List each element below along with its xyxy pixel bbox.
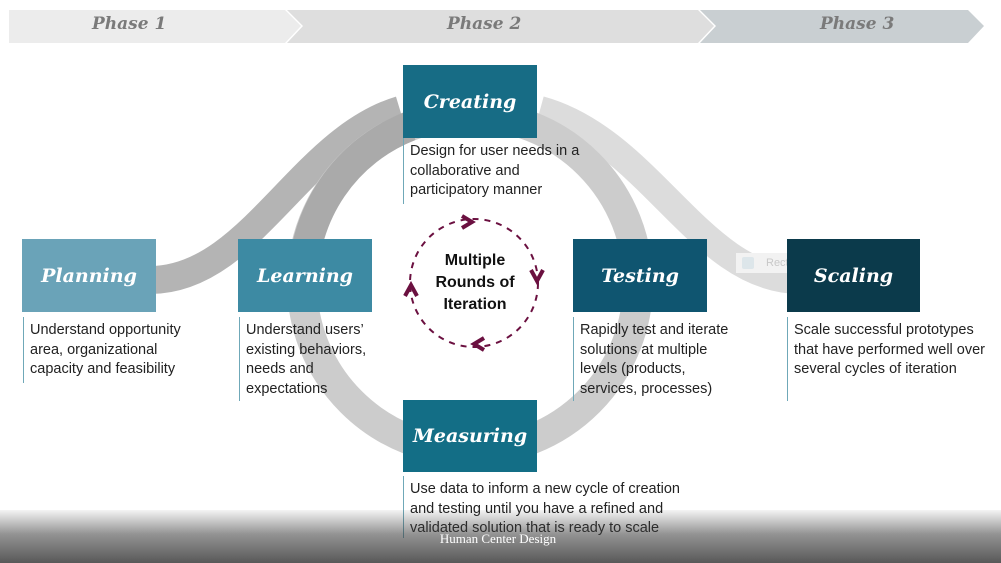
learning-title: Learning bbox=[257, 264, 353, 287]
testing-box: Testing bbox=[573, 239, 707, 312]
planning-title: Planning bbox=[41, 264, 137, 287]
measuring-title: Measuring bbox=[412, 425, 528, 447]
arrow-top-icon bbox=[460, 214, 476, 230]
measuring-box: Measuring bbox=[403, 400, 537, 472]
phase-banner bbox=[9, 10, 984, 43]
phase-1-chevron bbox=[9, 10, 301, 43]
testing-description: Rapidly test and iterate solutions at mu… bbox=[573, 317, 745, 401]
testing-title: Testing bbox=[601, 264, 679, 287]
phase-2-chevron bbox=[287, 10, 714, 43]
learning-description: Understand users’ existing behaviors, ne… bbox=[239, 317, 386, 401]
learning-box: Learning bbox=[238, 239, 372, 312]
phase-2-label: Phase 2 bbox=[447, 14, 522, 34]
center-line-1: Multiple bbox=[444, 252, 506, 269]
arrow-right-icon bbox=[529, 269, 545, 286]
planning-box: Planning bbox=[22, 239, 156, 312]
iteration-center-label: Multiple Rounds of Iteration bbox=[420, 250, 530, 316]
phase-3-label: Phase 3 bbox=[820, 14, 895, 34]
phase-3-chevron bbox=[700, 10, 984, 43]
planning-description: Understand opportunity area, organizatio… bbox=[23, 317, 210, 383]
creating-description: Design for user needs in a collaborative… bbox=[403, 138, 582, 204]
center-line-3: Iteration bbox=[443, 296, 507, 313]
scaling-box: Scaling bbox=[787, 239, 920, 312]
snip-icon bbox=[742, 257, 754, 269]
creating-title: Creating bbox=[423, 90, 517, 113]
arrow-bottom-icon bbox=[470, 336, 486, 352]
creating-box: Creating bbox=[403, 65, 537, 138]
scaling-title: Scaling bbox=[813, 264, 894, 287]
flow-band-left bbox=[149, 96, 405, 294]
arrow-left-icon bbox=[403, 280, 419, 297]
caption-bar bbox=[0, 510, 1001, 563]
phase-1-label: Phase 1 bbox=[92, 14, 167, 34]
scaling-description: Scale successful prototypes that have pe… bbox=[787, 317, 990, 401]
caption-text: Human Center Design bbox=[439, 531, 557, 546]
center-line-2: Rounds of bbox=[435, 274, 515, 291]
